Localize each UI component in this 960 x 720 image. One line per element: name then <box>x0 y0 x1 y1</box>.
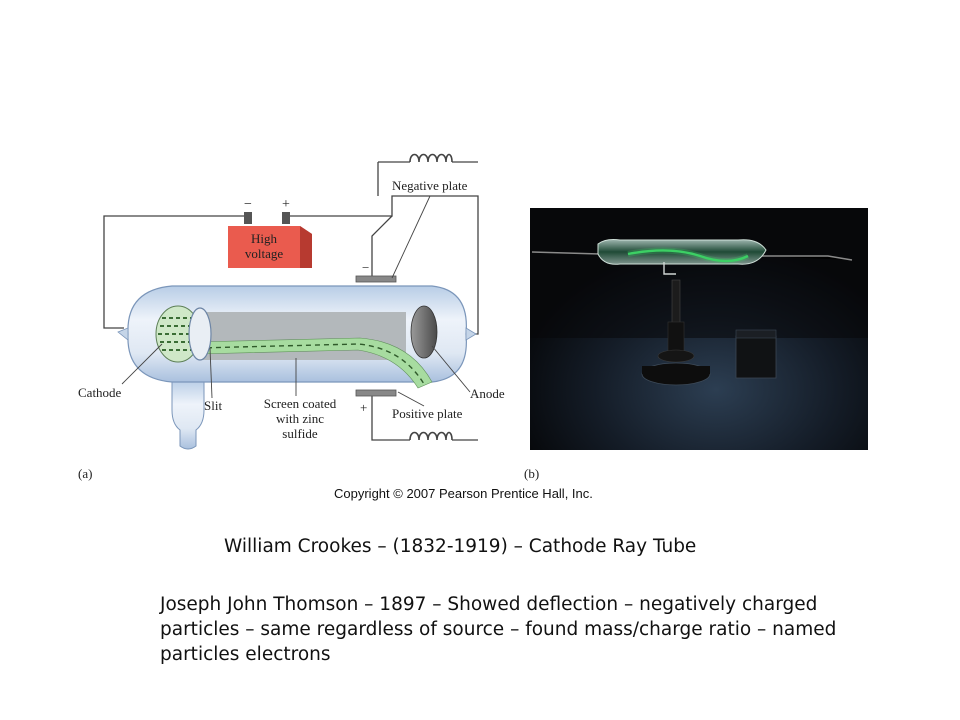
slit-label: Slit <box>204 398 222 413</box>
anode-label: Anode <box>470 386 505 401</box>
high-voltage-label-line1: High <box>251 231 278 246</box>
slit <box>188 307 212 361</box>
battery-plus-sign: + <box>282 197 290 212</box>
caption-b: (b) <box>524 466 540 481</box>
negative-plate-label: Negative plate <box>392 178 468 193</box>
screen-label-line1: Screen coated <box>264 396 337 411</box>
cathode-label: Cathode <box>78 385 122 400</box>
body-thomson: Joseph John Thomson – 1897 – Showed defl… <box>160 594 837 665</box>
negative-plate <box>355 275 397 283</box>
positive-plate <box>355 389 397 397</box>
battery-minus-sign: − <box>244 197 252 212</box>
anode <box>410 305 438 359</box>
top-coil <box>409 153 453 163</box>
bottom-coil <box>409 431 453 441</box>
caption-a: (a) <box>78 466 93 481</box>
cathode-ray-tube-photo <box>530 208 868 450</box>
copyright-notice: Copyright © 2007 Pearson Prentice Hall, … <box>334 486 593 501</box>
electron-beam <box>195 337 433 389</box>
screen-label-line3: sulfide <box>282 426 318 441</box>
positive-plate-label: Positive plate <box>392 406 463 421</box>
negative-plate-minus: − <box>362 260 369 275</box>
high-voltage-label-line2: voltage <box>245 246 283 261</box>
headline-crookes: William Crookes – (1832-1919) – Cathode … <box>224 536 697 557</box>
screen-label-line2: with zinc <box>276 411 324 426</box>
leader-lines <box>121 195 471 407</box>
battery <box>228 212 312 268</box>
positive-plate-plus: + <box>360 400 367 415</box>
